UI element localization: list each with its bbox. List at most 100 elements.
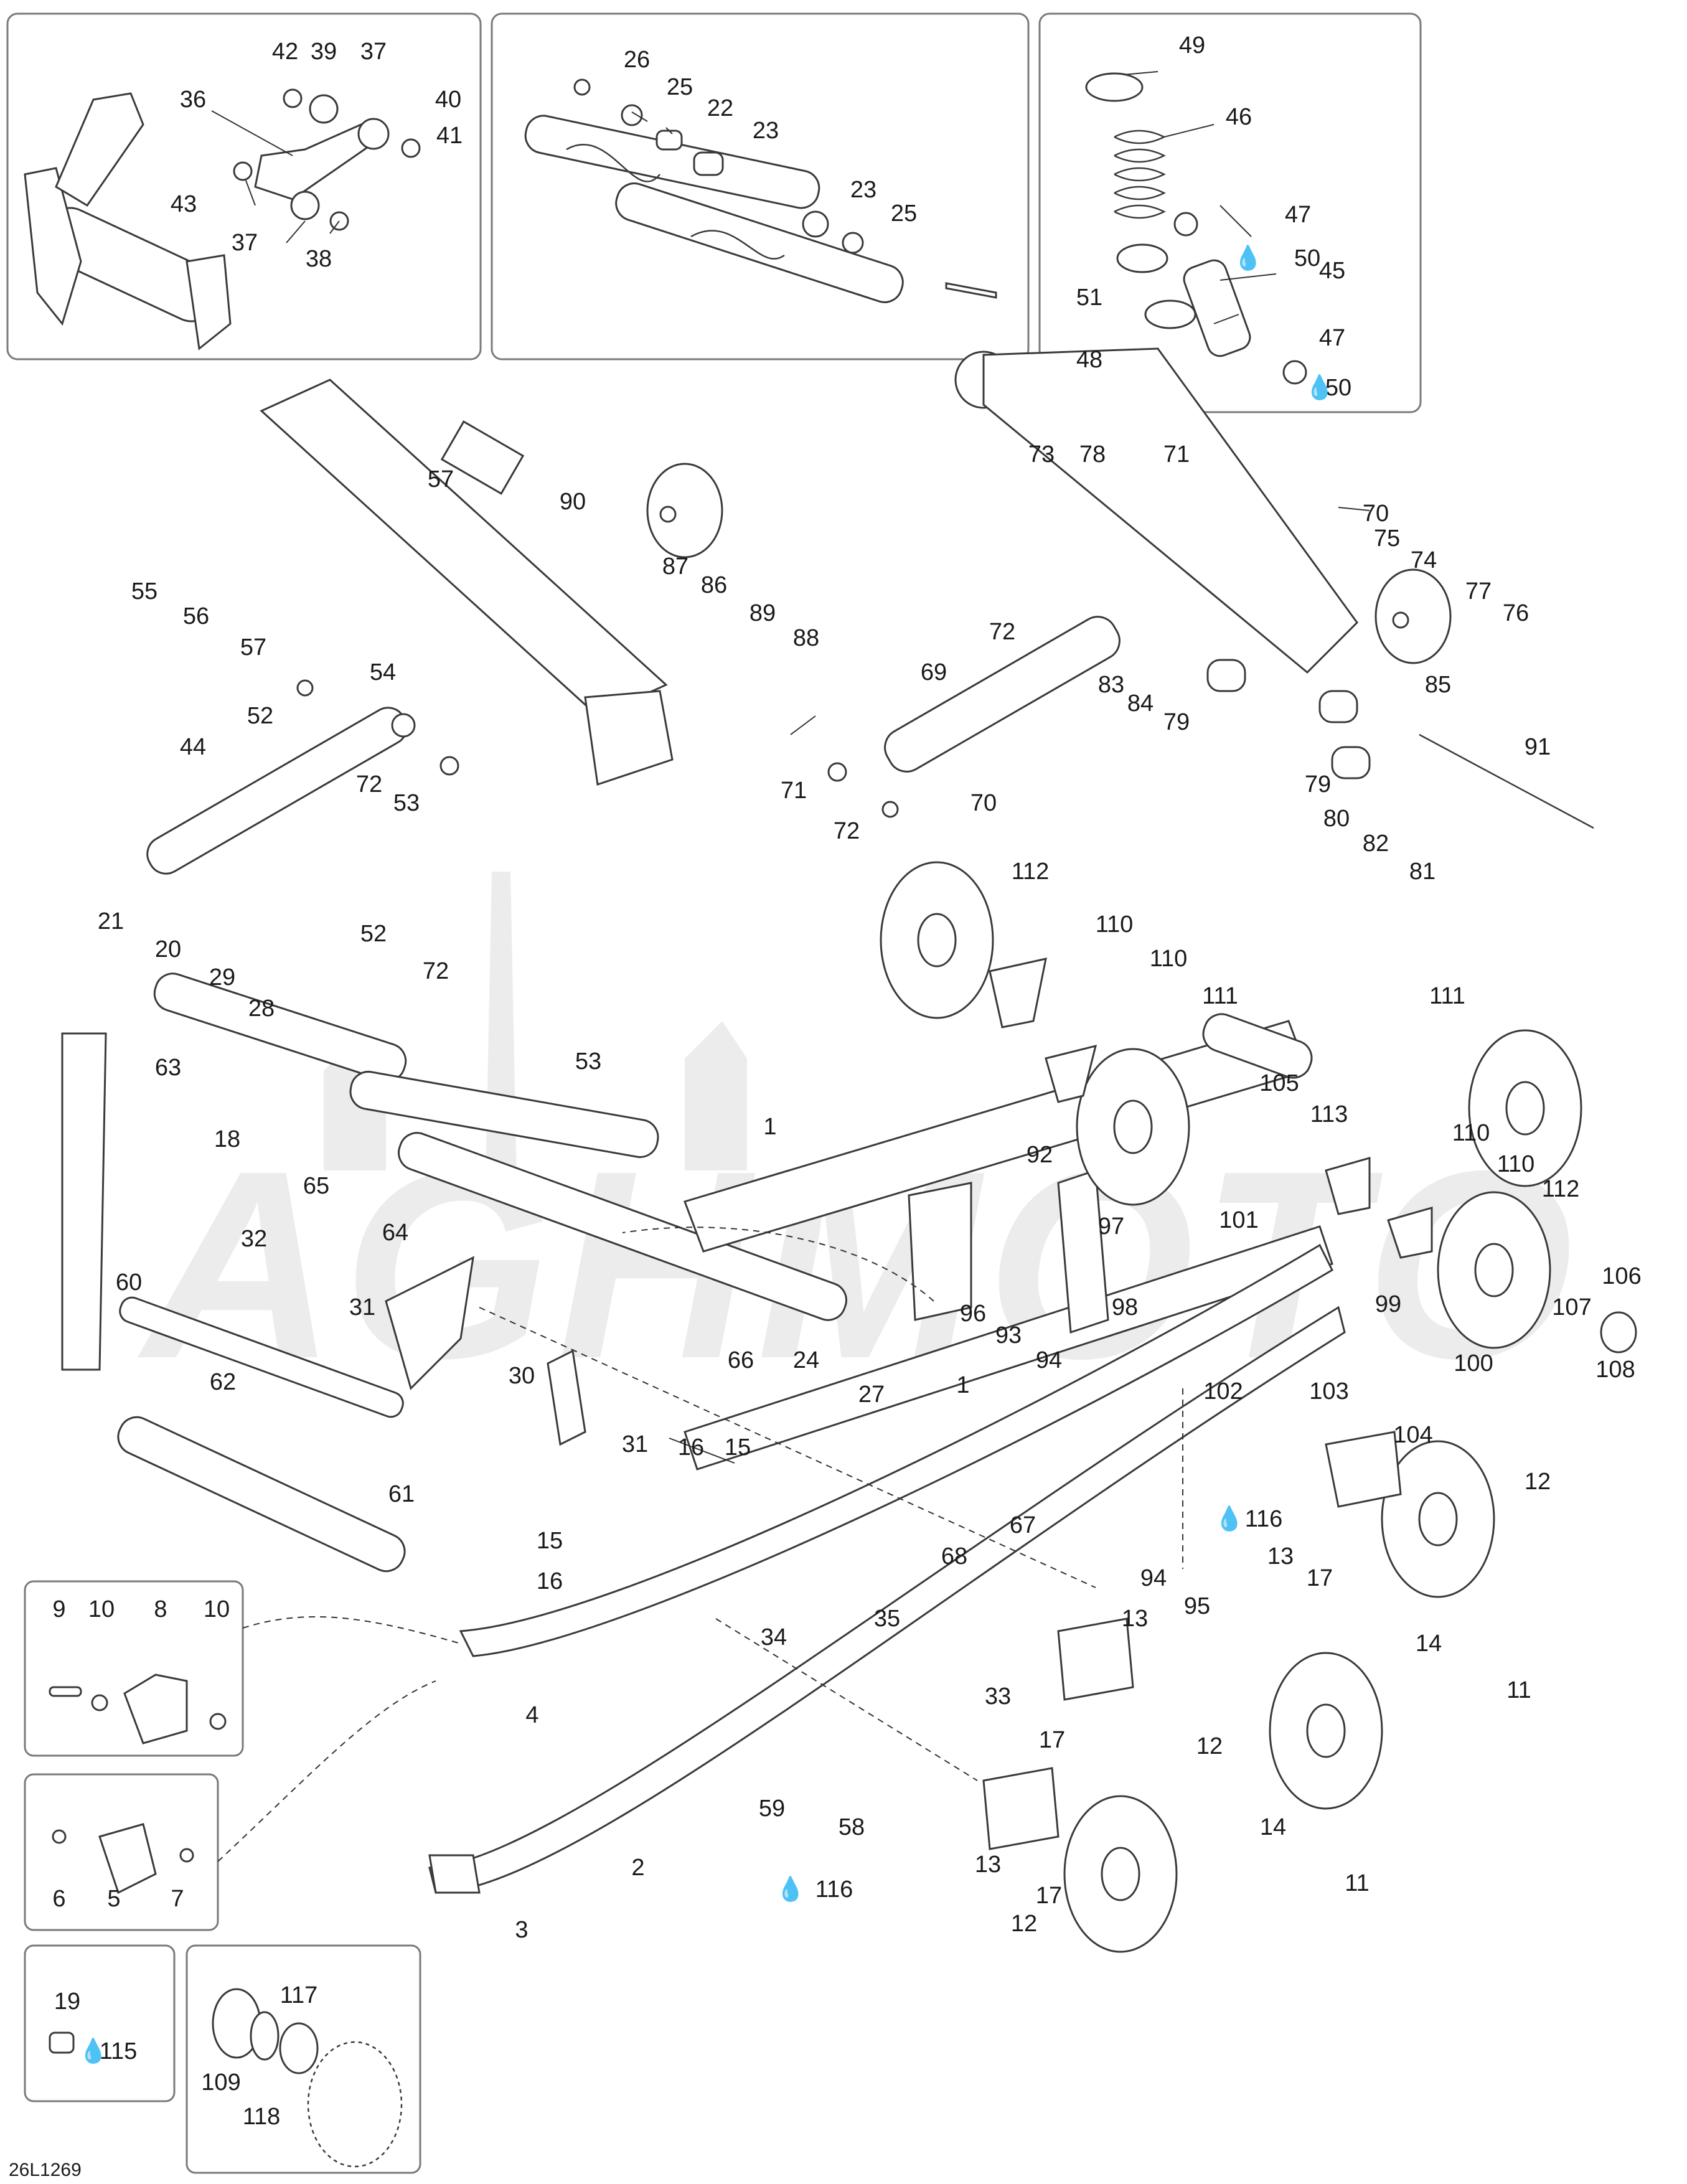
callout-115: 115 bbox=[100, 2038, 138, 2064]
callout-50: 50 bbox=[1325, 375, 1351, 401]
callout-84: 84 bbox=[1127, 690, 1154, 717]
callout-50: 50 bbox=[1294, 245, 1320, 271]
callout-54: 54 bbox=[370, 659, 396, 685]
callout-110: 110 bbox=[1452, 1120, 1490, 1146]
rear-arm-assembly bbox=[24, 88, 421, 351]
callout-14: 14 bbox=[1416, 1631, 1442, 1657]
inset-frames bbox=[6, 12, 1422, 2174]
callout-64: 64 bbox=[382, 1220, 408, 1246]
callout-10: 10 bbox=[204, 1596, 230, 1622]
callout-88: 88 bbox=[793, 625, 819, 651]
callout-29: 29 bbox=[209, 964, 235, 991]
callout-8: 8 bbox=[154, 1596, 167, 1622]
callout-31: 31 bbox=[622, 1431, 648, 1457]
callout-38: 38 bbox=[306, 246, 332, 272]
callout-73: 73 bbox=[1028, 441, 1055, 468]
callout-27: 27 bbox=[858, 1381, 885, 1408]
callout-30: 30 bbox=[509, 1363, 535, 1389]
callout-22: 22 bbox=[707, 95, 733, 121]
callout-10: 10 bbox=[88, 1596, 115, 1622]
inset-shock-spring bbox=[1038, 12, 1422, 413]
lubricant-drop-icon: 💧 bbox=[1233, 244, 1262, 271]
callout-90: 90 bbox=[560, 489, 586, 515]
callout-47: 47 bbox=[1285, 202, 1311, 228]
callout-24: 24 bbox=[793, 1347, 819, 1373]
callout-51: 51 bbox=[1076, 285, 1102, 311]
callout-47: 47 bbox=[1319, 325, 1345, 351]
rear-cross-arm-54 bbox=[146, 379, 723, 875]
callout-95: 95 bbox=[1184, 1593, 1210, 1619]
callout-13: 13 bbox=[1267, 1543, 1294, 1570]
callout-110: 110 bbox=[1150, 946, 1188, 972]
callout-23: 23 bbox=[850, 177, 876, 203]
callout-65: 65 bbox=[303, 1173, 329, 1199]
drawing-code: 26L1269 bbox=[9, 2160, 82, 2180]
callout-37: 37 bbox=[360, 39, 387, 65]
callout-70: 70 bbox=[970, 790, 997, 816]
callout-99: 99 bbox=[1375, 1291, 1401, 1317]
callout-74: 74 bbox=[1411, 547, 1437, 573]
callout-45: 45 bbox=[1319, 258, 1345, 284]
callout-36: 36 bbox=[180, 87, 206, 113]
callout-93: 93 bbox=[995, 1322, 1022, 1349]
callout-2: 2 bbox=[631, 1855, 644, 1881]
callout-98: 98 bbox=[1112, 1294, 1138, 1320]
callout-4: 4 bbox=[525, 1702, 538, 1728]
callout-63: 63 bbox=[155, 1055, 181, 1081]
callout-83: 83 bbox=[1098, 672, 1124, 698]
callout-5: 5 bbox=[107, 1886, 120, 1912]
callout-87: 87 bbox=[662, 553, 688, 580]
callout-3: 3 bbox=[515, 1917, 528, 1943]
callout-69: 69 bbox=[921, 659, 947, 685]
callout-6: 6 bbox=[52, 1886, 65, 1912]
callout-7: 7 bbox=[171, 1886, 184, 1912]
callout-39: 39 bbox=[311, 39, 337, 65]
callout-37: 37 bbox=[232, 230, 258, 256]
callout-67: 67 bbox=[1010, 1512, 1036, 1538]
idler-wheels bbox=[880, 861, 1637, 1953]
lubricant-drop-icon: 💧 bbox=[78, 2037, 108, 2064]
callout-72: 72 bbox=[989, 619, 1015, 645]
callout-21: 21 bbox=[98, 908, 124, 934]
callout-118: 118 bbox=[243, 2104, 281, 2130]
callout-105: 105 bbox=[1259, 1070, 1299, 1096]
callout-106: 106 bbox=[1602, 1263, 1641, 1289]
callout-72: 72 bbox=[356, 771, 382, 798]
callout-71: 71 bbox=[1163, 441, 1190, 468]
callout-89: 89 bbox=[750, 600, 776, 626]
callout-59: 59 bbox=[759, 1796, 785, 1822]
slide-rails-2 bbox=[428, 1243, 1346, 1894]
callout-17: 17 bbox=[1307, 1565, 1333, 1591]
callout-16: 16 bbox=[537, 1568, 563, 1594]
callout-103: 103 bbox=[1309, 1378, 1348, 1405]
front-swing-arm-18 bbox=[61, 972, 847, 1573]
callout-86: 86 bbox=[701, 572, 727, 598]
callout-33: 33 bbox=[985, 1683, 1011, 1710]
callout-53: 53 bbox=[575, 1048, 601, 1075]
callout-53: 53 bbox=[393, 790, 420, 816]
callout-82: 82 bbox=[1363, 831, 1389, 857]
callout-25: 25 bbox=[667, 74, 693, 100]
lubricant-drop-icon: 💧 bbox=[776, 1875, 805, 1903]
inset-front-arm bbox=[491, 12, 1030, 360]
callouts: 42 39 37 36 40 41 43 37 38 26 25 22 23 2… bbox=[52, 32, 1641, 2130]
callout-56: 56 bbox=[183, 603, 209, 629]
callout-48: 48 bbox=[1076, 347, 1102, 373]
callout-78: 78 bbox=[1079, 441, 1106, 468]
callout-60: 60 bbox=[116, 1269, 142, 1296]
callout-52: 52 bbox=[247, 703, 273, 729]
leader-lines bbox=[211, 71, 1370, 1862]
callout-61: 61 bbox=[388, 1481, 415, 1507]
callout-18: 18 bbox=[214, 1126, 240, 1152]
callout-42: 42 bbox=[272, 39, 298, 65]
callout-16: 16 bbox=[678, 1434, 704, 1461]
callout-11: 11 bbox=[1506, 1677, 1531, 1703]
callout-100: 100 bbox=[1454, 1350, 1493, 1377]
callout-9: 9 bbox=[52, 1596, 65, 1622]
lubricant-markers: 💧 💧 💧 💧 💧 bbox=[78, 244, 1334, 2064]
callout-76: 76 bbox=[1503, 600, 1529, 626]
callout-79: 79 bbox=[1305, 771, 1331, 798]
callout-94: 94 bbox=[1036, 1347, 1062, 1373]
callout-101: 101 bbox=[1219, 1207, 1258, 1233]
